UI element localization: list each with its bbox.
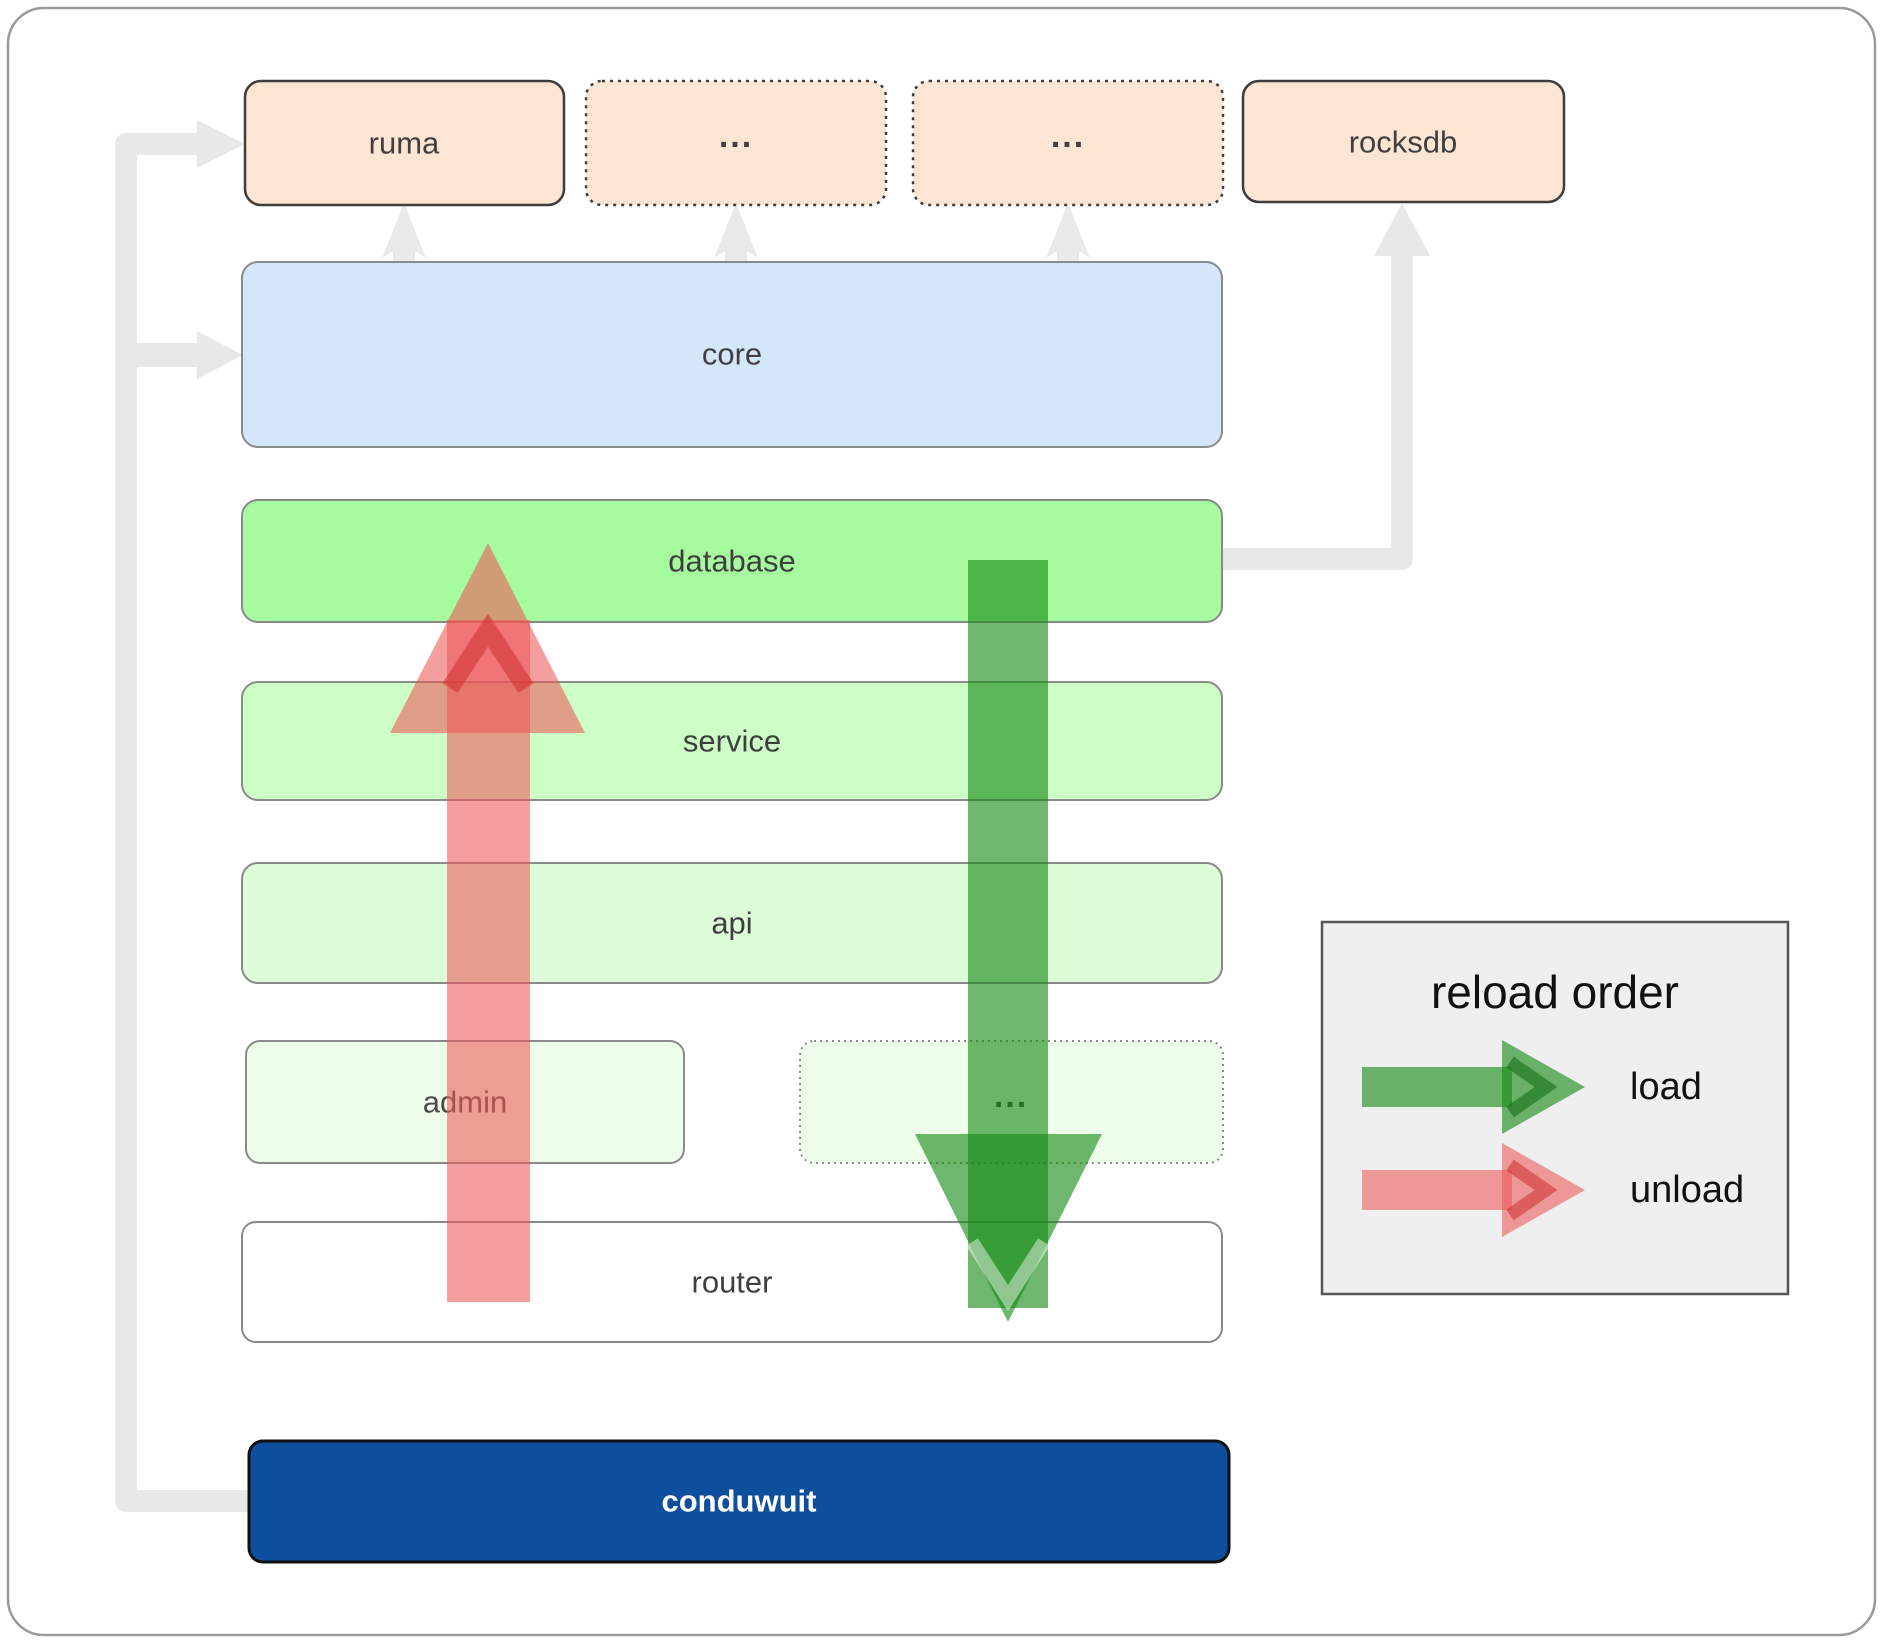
node-ruma: ruma	[243, 79, 566, 207]
node-conduwuit-label: conduwuit	[662, 1484, 817, 1519]
node-service: service	[241, 681, 1223, 801]
node-service-label: service	[683, 724, 781, 759]
node-api-label: api	[711, 906, 752, 941]
node-router-label: router	[692, 1265, 773, 1300]
load-arrow	[915, 560, 1102, 1322]
legend-title: reload order	[1431, 966, 1679, 1018]
load-arrowhead	[915, 1134, 1102, 1322]
arrow-core-to-ruma	[382, 203, 426, 262]
node-ellipsis-2: ...	[911, 79, 1225, 207]
node-api: api	[241, 862, 1223, 984]
node-ruma-label: ruma	[369, 126, 440, 161]
legend-load-label: load	[1630, 1066, 1702, 1108]
unload-arrow	[390, 543, 585, 1302]
legend-unload-label: unload	[1630, 1169, 1744, 1211]
connector-conduwuit-to-ruma	[115, 120, 249, 1512]
arrowhead-into-rocksdb	[1374, 203, 1430, 256]
node-rocksdb: rocksdb	[1241, 79, 1566, 204]
arrowhead-into-core	[197, 331, 243, 379]
node-ellipsis-2-label: ...	[1051, 117, 1085, 155]
node-router: router	[241, 1221, 1223, 1343]
connector-conduwuit-to-core	[126, 331, 243, 379]
node-ellipsis-1: ...	[584, 79, 888, 207]
node-ellipsis-1-label: ...	[719, 117, 753, 155]
connector-database-to-rocksdb	[1222, 203, 1430, 570]
legend: reload order load unload	[1320, 920, 1790, 1296]
legend-box	[1320, 920, 1790, 1296]
node-conduwuit: conduwuit	[247, 1439, 1231, 1564]
node-core-label: core	[702, 337, 762, 372]
node-core: core	[241, 261, 1223, 448]
node-database-label: database	[668, 544, 796, 579]
arrow-core-to-ellipsis1	[714, 203, 758, 262]
unload-arrow-marker	[442, 613, 534, 693]
arrowhead-into-ruma	[197, 120, 245, 168]
legend-unload-arrow-icon	[1362, 1143, 1585, 1237]
load-arrow-marker	[966, 1238, 1050, 1311]
legend-load-arrow-icon	[1362, 1040, 1585, 1134]
diagram-frame	[6, 6, 1877, 1637]
node-database: database	[241, 499, 1223, 623]
node-rocksdb-label: rocksdb	[1349, 125, 1458, 160]
arrow-core-to-ellipsis2	[1046, 203, 1090, 262]
